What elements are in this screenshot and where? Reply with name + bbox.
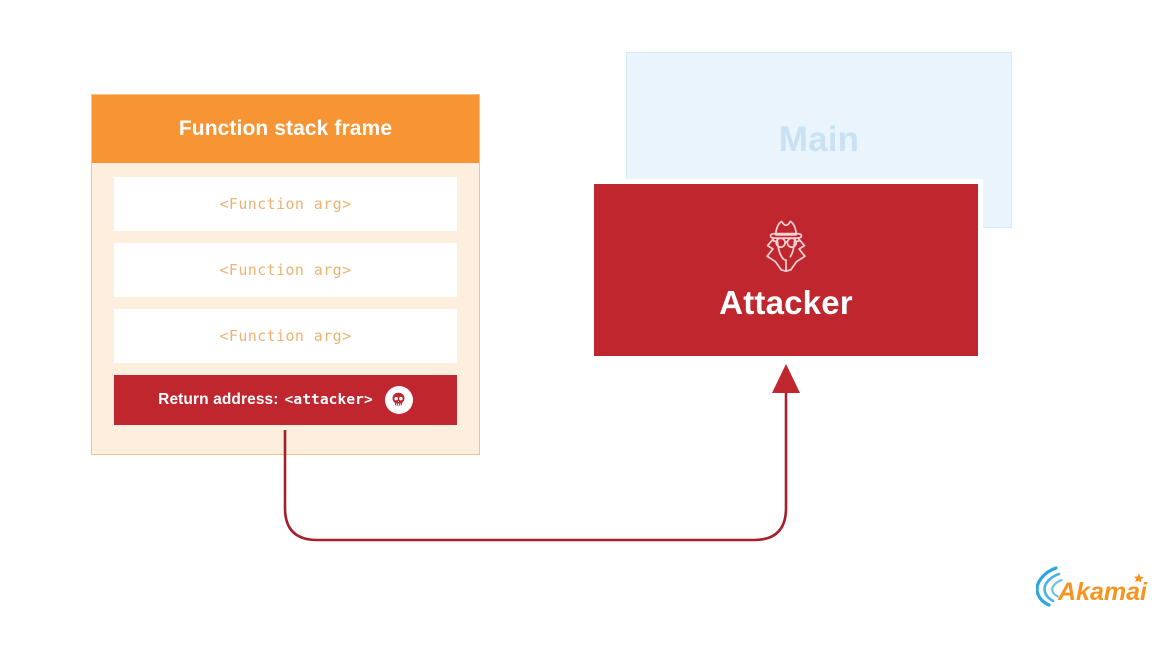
stack-frame-title: Function stack frame	[178, 117, 393, 140]
spy-incognito-icon	[755, 218, 817, 278]
return-address-text: Return address: <attacker>	[158, 391, 373, 409]
function-stack-frame: Function stack frame <Function arg> <Fun…	[91, 94, 480, 455]
akamai-wordmark: Akamai	[1057, 578, 1148, 606]
function-arg-label: <Function arg>	[219, 327, 352, 345]
function-arg-row: <Function arg>	[114, 309, 457, 363]
return-address-row: Return address: <attacker>	[114, 375, 457, 425]
function-arg-label: <Function arg>	[219, 195, 352, 213]
function-arg-row: <Function arg>	[114, 177, 457, 231]
akamai-logo: Akamai	[1035, 562, 1148, 610]
function-arg-row: <Function arg>	[114, 243, 457, 297]
attacker-label: Attacker	[719, 284, 853, 321]
stack-frame-header: Function stack frame	[92, 95, 479, 163]
stack-frame-body: <Function arg> <Function arg> <Function …	[92, 163, 479, 439]
main-panel-label: Main	[778, 120, 860, 159]
attacker-panel: Attacker	[594, 184, 978, 356]
return-address-label: Return address:	[158, 391, 279, 408]
return-address-value: <attacker>	[284, 392, 373, 408]
skull-icon	[384, 386, 413, 414]
function-arg-label: <Function arg>	[219, 261, 352, 279]
